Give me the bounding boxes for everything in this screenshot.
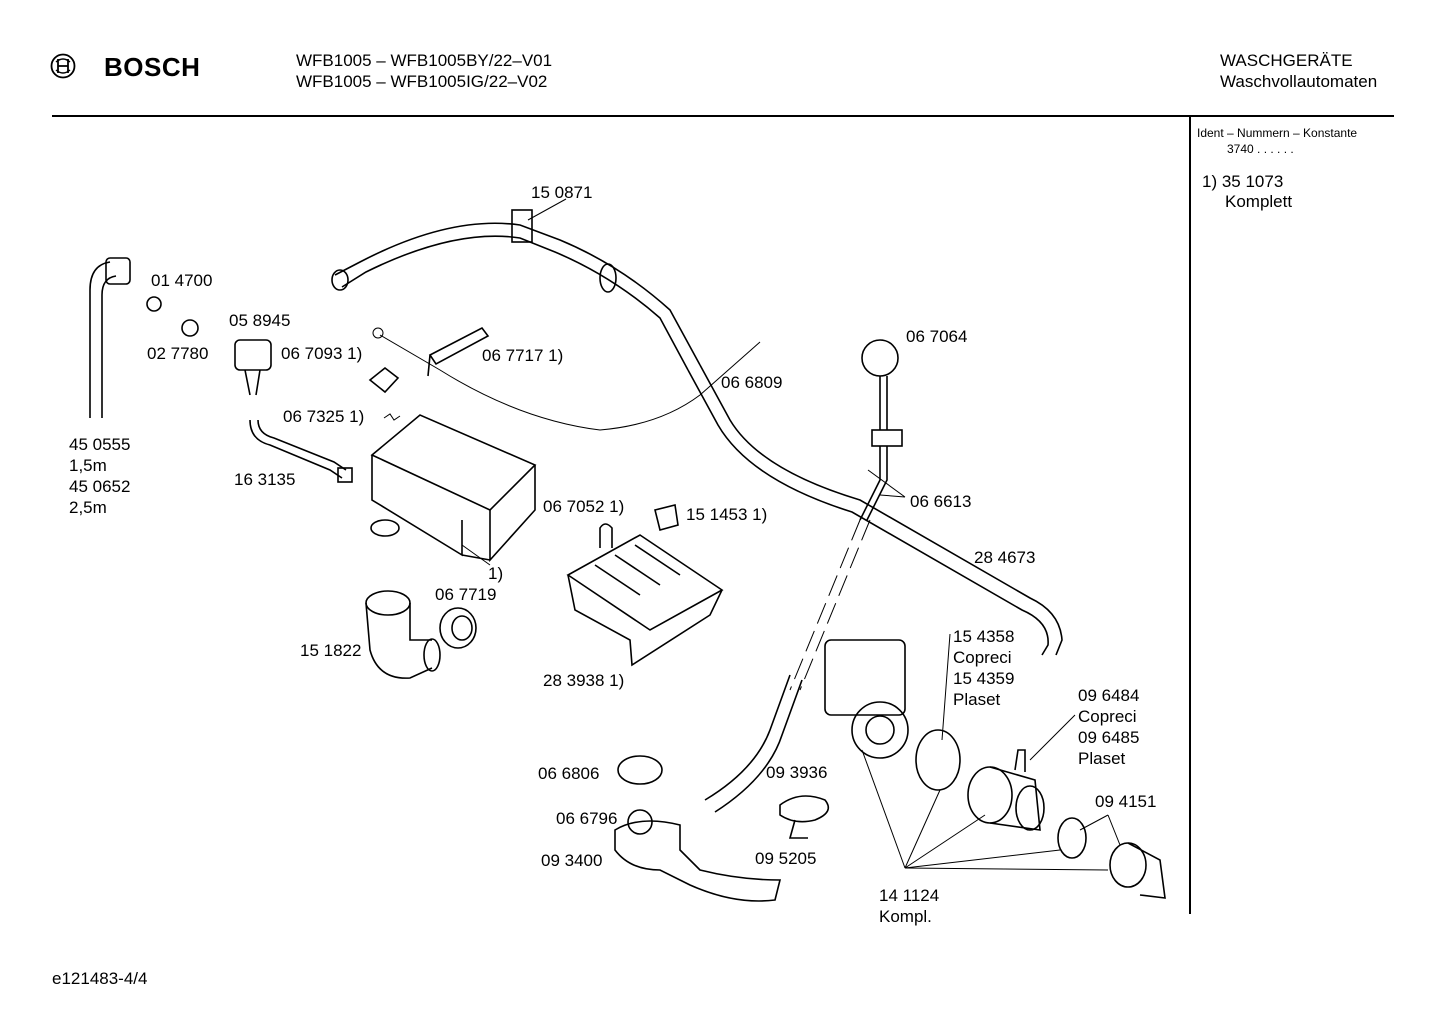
- sump-hose-drawing: [704, 674, 803, 813]
- label-154359: 15 4359: [953, 669, 1015, 688]
- label-096484: 09 6484: [1078, 686, 1140, 705]
- label-163135: 16 3135: [234, 470, 296, 489]
- sump-drawing: [614, 809, 782, 902]
- label-450555: 45 0555: [69, 435, 131, 454]
- small-clip-drawing: [368, 366, 400, 394]
- category-title: WASCHGERÄTE: [1220, 51, 1353, 70]
- model-line-1: WFB1005 – WFB1005BY/22–V01: [296, 51, 553, 70]
- label-095205: 09 5205: [755, 849, 817, 868]
- label-094151: 09 4151: [1095, 792, 1157, 811]
- pressure-switch-drawing: [859, 339, 903, 521]
- filter-drawing: [654, 504, 679, 531]
- model-line-2: WFB1005 – WFB1005IG/22–V02: [296, 72, 548, 91]
- bellows-drawing: [365, 590, 477, 679]
- ident-value: 3740 . . . . . .: [1227, 142, 1294, 156]
- label-067325: 06 7325 1): [283, 407, 365, 426]
- filter-housing-drawing: [967, 749, 1045, 831]
- label-067093: 06 7093 1): [281, 344, 363, 363]
- label-450652: 45 0652: [69, 477, 131, 496]
- spring-drawing: [383, 413, 401, 421]
- bracket-drawing: [427, 326, 490, 377]
- label-067717: 06 7717 1): [482, 346, 564, 365]
- label-066806: 06 6806: [538, 764, 600, 783]
- label-093936: 09 3936: [766, 763, 828, 782]
- inlet-valve-drawing: [234, 339, 353, 483]
- label-length-1: 1,5m: [69, 456, 107, 475]
- label-154358: 15 4358: [953, 627, 1015, 646]
- seal-ring-drawing: [779, 795, 830, 839]
- hose-clamp-drawing: [617, 755, 663, 785]
- note-text: Komplett: [1225, 192, 1293, 211]
- label-027780: 02 7780: [147, 344, 209, 363]
- label-067719: 06 7719: [435, 585, 497, 604]
- drain-hose-drawing: [687, 364, 1063, 656]
- document-id: e121483-4/4: [52, 969, 148, 988]
- label-067064: 06 7064: [906, 327, 968, 346]
- label-067052: 06 7052 1): [543, 497, 625, 516]
- label-066809: 06 6809: [721, 373, 783, 392]
- label-plaset-2: Plaset: [1078, 749, 1126, 768]
- header-divider: [52, 115, 1394, 117]
- label-058945: 05 8945: [229, 311, 291, 330]
- label-066796: 06 6796: [556, 809, 618, 828]
- label-283938: 28 3938 1): [543, 671, 625, 690]
- label-150871: 15 0871: [531, 183, 593, 202]
- ident-label: Ident – Nummern – Konstante: [1197, 126, 1358, 140]
- filter-gasket-drawing: [1057, 817, 1087, 859]
- pump-gasket-drawing: [915, 729, 961, 791]
- detergent-housing-drawing: [370, 414, 537, 563]
- subcategory-title: Waschvollautomaten: [1220, 72, 1378, 91]
- label-141124: 14 1124: [879, 886, 940, 905]
- label-copreci-2: Copreci: [1078, 707, 1137, 726]
- label-kompl: Kompl.: [879, 907, 932, 926]
- note-part-number: 1) 35 1073: [1202, 172, 1284, 191]
- label-014700: 01 4700: [151, 271, 213, 290]
- label-length-2: 2,5m: [69, 498, 107, 517]
- label-096485: 09 6485: [1078, 728, 1140, 747]
- leader-lines: [461, 198, 1121, 871]
- side-panel-divider: [1189, 117, 1191, 914]
- bosch-logo-icon: [50, 53, 76, 79]
- label-note-1: 1): [488, 564, 504, 583]
- label-plaset-1: Plaset: [953, 690, 1001, 709]
- label-066613: 06 6613: [910, 492, 972, 511]
- drain-pump-drawing: [824, 639, 909, 759]
- label-151822: 15 1822: [300, 641, 362, 660]
- label-copreci-1: Copreci: [953, 648, 1012, 667]
- drawer-drawing: [566, 534, 724, 667]
- label-151453: 15 1453 1): [686, 505, 768, 524]
- clip-drawing: [599, 523, 613, 548]
- wire-drawing: [379, 334, 761, 431]
- pressure-tube-drawing: [789, 519, 871, 691]
- inlet-hose-drawing: [331, 209, 701, 371]
- label-284673: 28 4673: [974, 548, 1036, 567]
- supply-hose-drawing: [89, 257, 199, 418]
- brand-name: BOSCH: [104, 52, 201, 82]
- filter-plug-drawing: [1109, 842, 1166, 899]
- label-093400: 09 3400: [541, 851, 603, 870]
